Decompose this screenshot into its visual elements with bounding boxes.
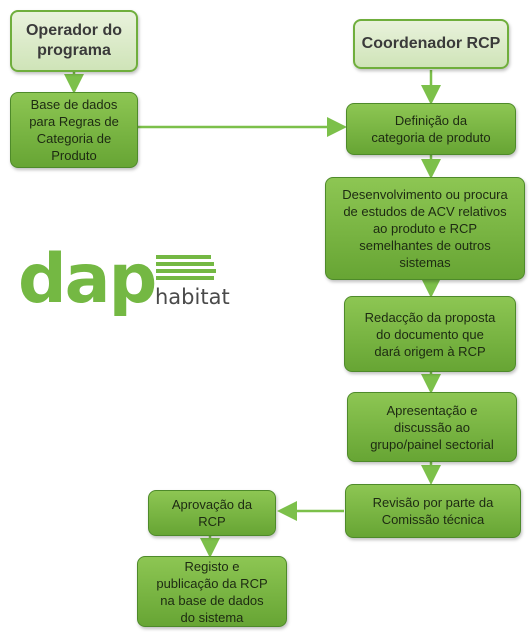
header-program-operator-label: Operador do programa (25, 22, 122, 59)
header-rcp-coordinator-label: Coordenador RCP (361, 35, 501, 52)
step-database: Base de dados para Regras de Categoria d… (10, 92, 138, 168)
step-definition-label: Definição da categoria de produto (371, 113, 491, 145)
logo-subtitle: habitat (155, 285, 230, 309)
header-rcp-coordinator: Coordenador RCP (353, 19, 509, 69)
step-approval-label: Aprovação da RCP (171, 497, 253, 529)
header-program-operator: Operador do programa (10, 10, 138, 72)
step-review: Revisão por parte da Comissão técnica (345, 484, 521, 538)
step-draft: Redacção da proposta do documento que da… (344, 296, 516, 372)
building-stripes-icon (156, 255, 216, 280)
step-presentation: Apresentação e discussão ao grupo/painel… (347, 392, 517, 462)
step-draft-label: Redacção da proposta do documento que da… (364, 309, 496, 359)
step-review-label: Revisão por parte da Comissão técnica (372, 495, 494, 527)
step-development: Desenvolvimento ou procura de estudos de… (325, 177, 525, 280)
step-approval: Aprovação da RCP (148, 490, 276, 536)
step-publication-label: Registo e publicação da RCP na base de d… (156, 558, 268, 625)
step-development-label: Desenvolvimento ou procura de estudos de… (342, 187, 508, 270)
step-presentation-label: Apresentação e discussão ao grupo/painel… (370, 402, 494, 452)
dap-habitat-logo: dap habitat (18, 245, 233, 320)
step-publication: Registo e publicação da RCP na base de d… (137, 556, 287, 627)
step-database-label: Base de dados para Regras de Categoria d… (29, 97, 119, 163)
logo-wordmark: dap (18, 240, 157, 319)
step-definition: Definição da categoria de produto (346, 103, 516, 155)
